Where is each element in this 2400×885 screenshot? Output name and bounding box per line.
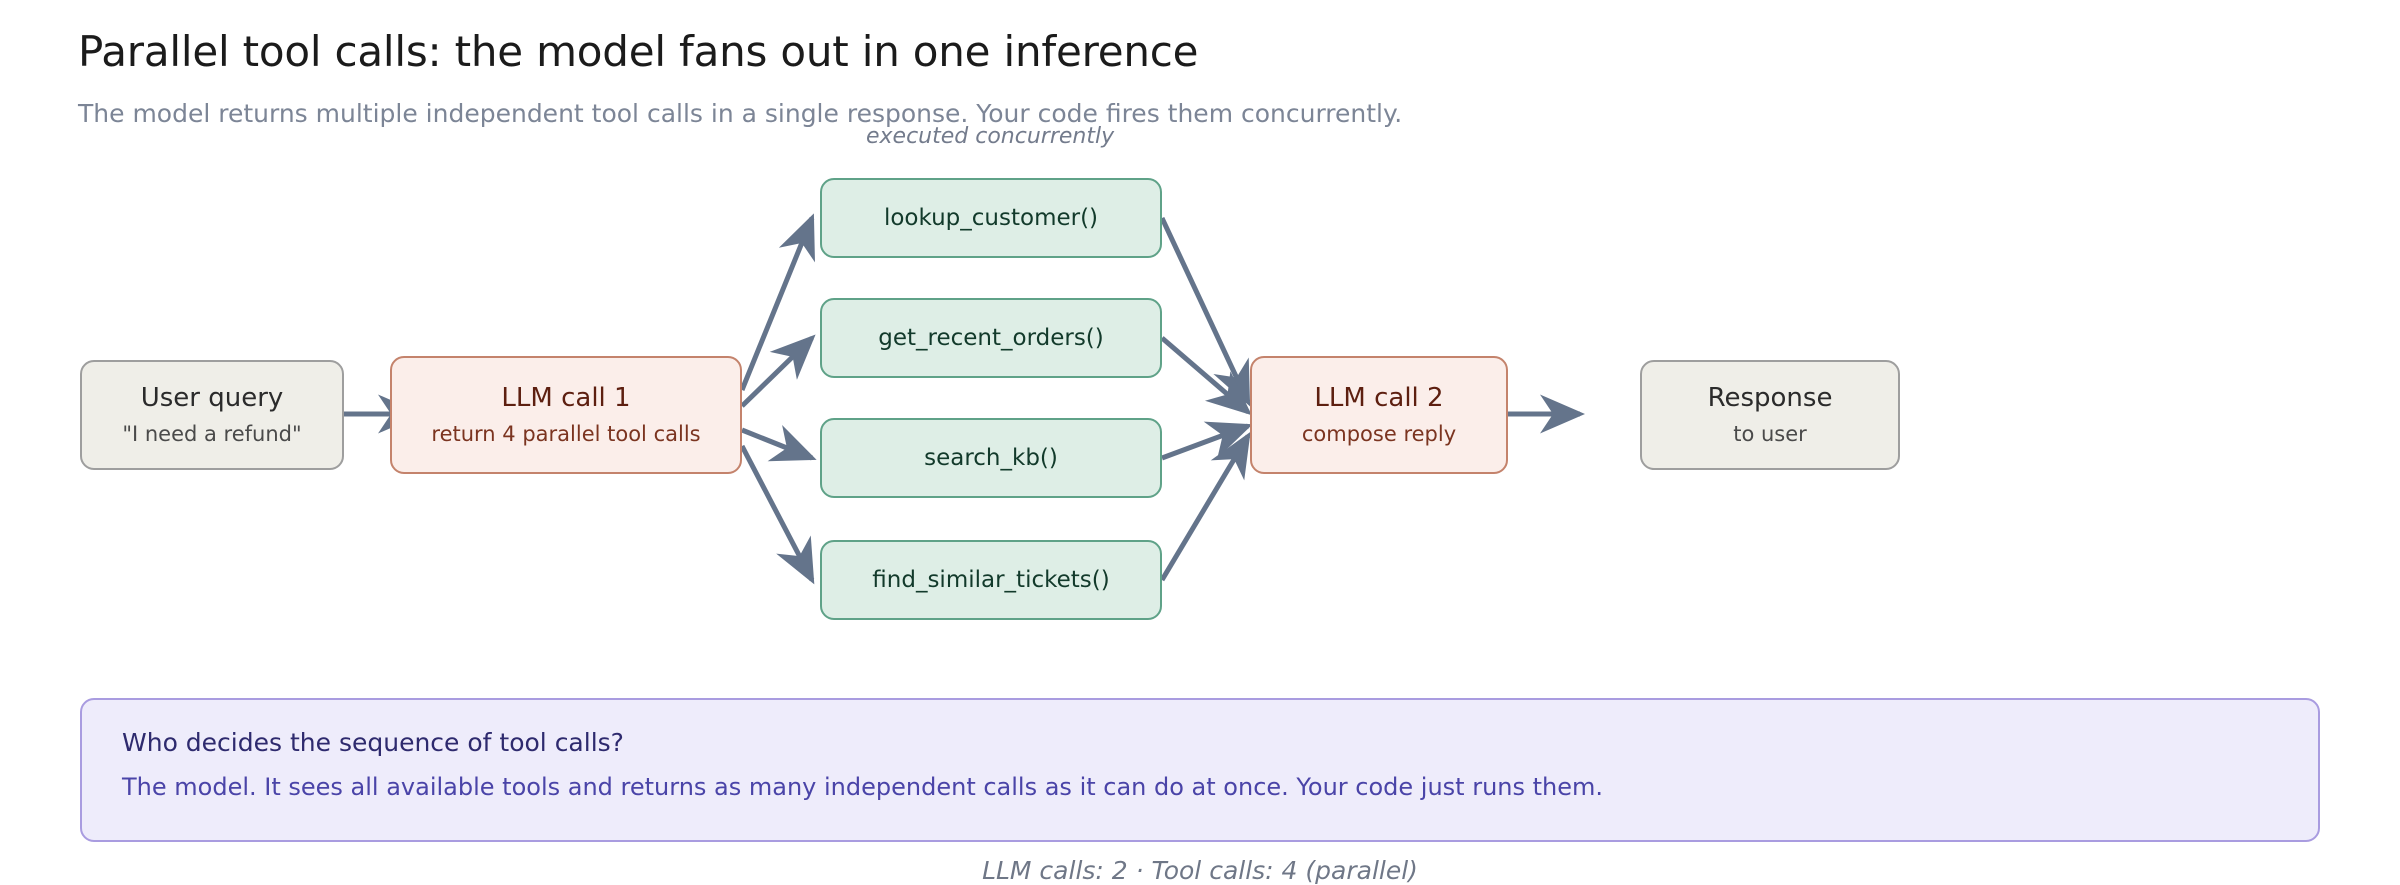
tool-label: search_kb() — [924, 445, 1058, 471]
node-title: LLM call 1 — [501, 383, 631, 413]
tool-label: get_recent_orders() — [878, 325, 1104, 351]
node-title: Response — [1707, 383, 1833, 413]
callout-box: Who decides the sequence of tool calls? … — [80, 698, 2320, 842]
flow-diagram: executed concurrently User query "I need… — [0, 124, 2400, 670]
executed-concurrently-label: executed concurrently — [866, 124, 1115, 149]
node-tool-lookup-customer[interactable]: lookup_customer() — [820, 178, 1162, 258]
node-llm-call-1[interactable]: LLM call 1 return 4 parallel tool calls — [390, 356, 742, 474]
node-tool-find-similar-tickets[interactable]: find_similar_tickets() — [820, 540, 1162, 620]
callout-answer: The model. It sees all available tools a… — [122, 773, 1604, 801]
tool-label: find_similar_tickets() — [872, 567, 1110, 593]
node-title: LLM call 2 — [1314, 383, 1444, 413]
node-tool-get-recent-orders[interactable]: get_recent_orders() — [820, 298, 1162, 378]
page-title: Parallel tool calls: the model fans out … — [78, 27, 1199, 76]
node-tool-search-kb[interactable]: search_kb() — [820, 418, 1162, 498]
page-subtitle: The model returns multiple independent t… — [78, 99, 1403, 128]
node-subtitle: compose reply — [1301, 422, 1457, 446]
node-subtitle: to user — [1733, 422, 1807, 446]
node-title: User query — [140, 383, 284, 413]
node-user-query[interactable]: User query "I need a refund" — [80, 360, 344, 470]
tool-label: lookup_customer() — [883, 205, 1099, 231]
callout-question: Who decides the sequence of tool calls? — [122, 728, 624, 757]
footer-summary: LLM calls: 2 · Tool calls: 4 (parallel) — [982, 856, 1418, 885]
node-subtitle: return 4 parallel tool calls — [431, 422, 701, 446]
node-response[interactable]: Response to user — [1640, 360, 1900, 470]
node-subtitle: "I need a refund" — [122, 422, 302, 446]
node-llm-call-2[interactable]: LLM call 2 compose reply — [1250, 356, 1508, 474]
flow-arrows — [344, 213, 1585, 585]
